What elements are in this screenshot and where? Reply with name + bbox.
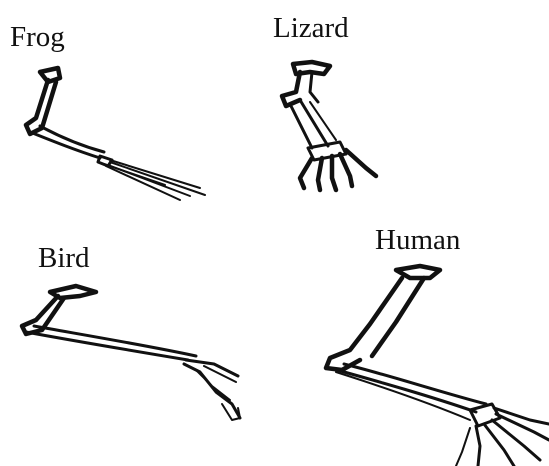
bird-limb-drawing	[22, 286, 240, 420]
human-limb-drawing	[326, 266, 549, 466]
lizard-limb-drawing	[282, 62, 376, 190]
frog-limb-drawing	[26, 68, 205, 200]
